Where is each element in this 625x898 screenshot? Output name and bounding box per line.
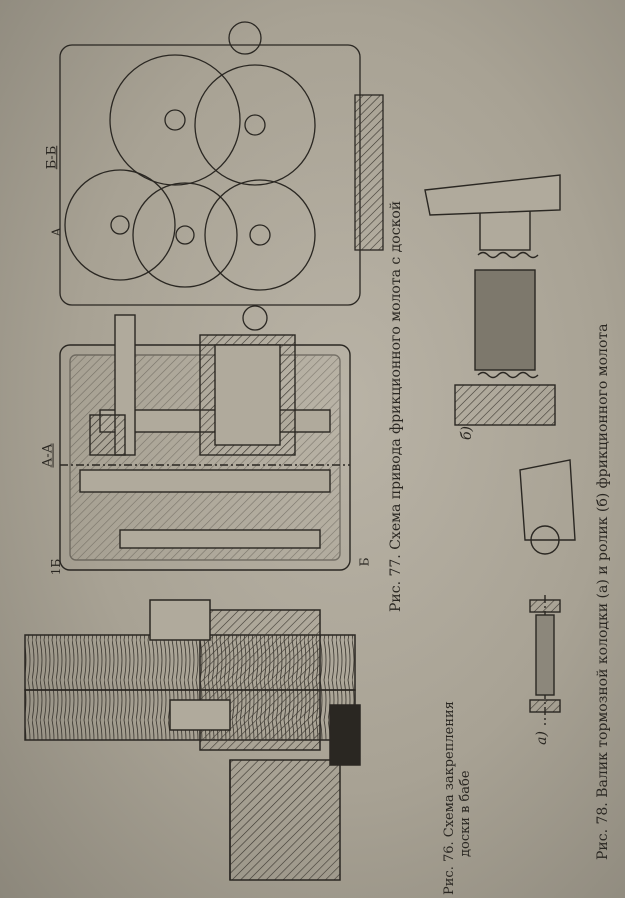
fig76-drawing (24, 599, 361, 881)
roller-spring-bottom (477, 371, 539, 379)
shaft-end-left (529, 599, 561, 613)
gear-1-hub (164, 109, 186, 131)
gear-2 (194, 64, 316, 186)
roller-base (454, 384, 556, 426)
gear-4 (132, 182, 238, 288)
fig76-caption: Рис. 76. Схема закрепления доски в бабе (442, 701, 474, 895)
shaft-middle (79, 469, 331, 493)
section-label-aa: А-А (40, 443, 56, 468)
lever-pivot (530, 525, 560, 555)
top-lug (228, 21, 262, 55)
gear-1 (109, 54, 241, 186)
roller-body (474, 269, 536, 371)
gear-3 (64, 169, 176, 281)
fig76-caption-line2: доски в бабе (458, 770, 473, 857)
fig76-caption-line1: Рис. 76. Схема закрепления (442, 701, 457, 895)
roller-spring-top (477, 251, 539, 259)
drive-roller-core (214, 344, 281, 446)
roller-plate (424, 174, 561, 216)
brake-shaft (535, 614, 555, 696)
gear-4-hub (175, 225, 195, 245)
gear-2-hub (244, 114, 266, 136)
bearing-block (89, 414, 126, 456)
fig78-label-b: б) (459, 425, 476, 441)
shaft-end-right (529, 699, 561, 713)
wedge-block (149, 599, 211, 641)
section-mark-1b: 1Б (49, 558, 64, 576)
fig77-section-bb (59, 21, 384, 331)
section-label-bb: Б-Б (44, 145, 60, 170)
side-flange (354, 94, 384, 251)
fig77-section-aa (59, 314, 351, 571)
wedge-block-lower (169, 699, 231, 731)
ram-lower-section (229, 759, 341, 881)
section-mark-b: Б (357, 557, 372, 567)
shaft-lower (119, 529, 321, 549)
brake-lever (519, 459, 576, 541)
bottom-lug (242, 305, 268, 331)
fig78a-drawing (519, 459, 576, 725)
gear-5 (204, 179, 316, 291)
section-mark-a: А (49, 227, 64, 237)
fig77-caption: Рис. 77. Схема привода фрикционного моло… (388, 200, 404, 612)
clamp-plate (329, 704, 361, 766)
fig78b-drawing (424, 174, 561, 426)
fig78-caption: Рис. 78. Валик тормозной колодки (а) и р… (595, 323, 611, 860)
gear-5-hub (249, 224, 271, 246)
fig78-label-a: а) (533, 731, 550, 745)
gear-3-hub (110, 215, 130, 235)
